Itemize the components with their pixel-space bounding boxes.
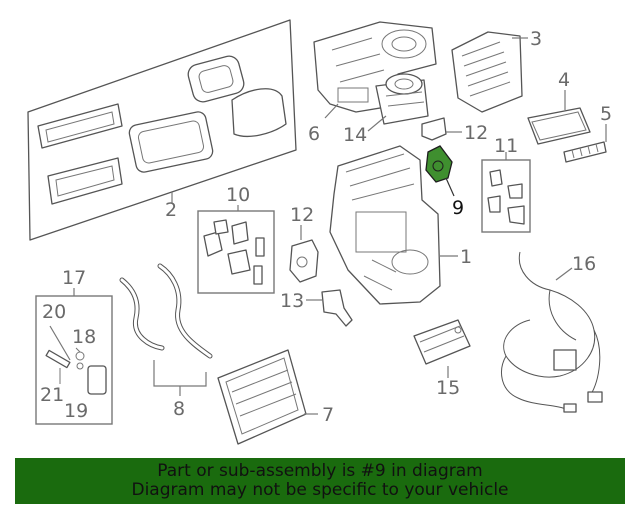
part-12-lower-actuator[interactable] bbox=[289, 239, 319, 283]
callout-6: 6 bbox=[308, 123, 320, 145]
part-8-heater-pipes[interactable] bbox=[119, 263, 213, 359]
part-5-filter-door[interactable] bbox=[563, 141, 607, 163]
callout-13: 13 bbox=[280, 290, 304, 312]
callout-21: 21 bbox=[40, 384, 64, 406]
callout-15: 15 bbox=[436, 377, 460, 399]
callout-18: 18 bbox=[72, 326, 96, 348]
part-3-filter-housing[interactable] bbox=[451, 31, 523, 113]
parts-diagram: 2 6 14 3 4 5 12 bbox=[27, 19, 612, 445]
part-7-heater-core[interactable] bbox=[217, 349, 307, 445]
part-4-cabin-filter[interactable] bbox=[527, 107, 591, 145]
callout-4: 4 bbox=[558, 69, 570, 91]
part-16-wiring-harness[interactable] bbox=[501, 251, 603, 413]
callout-11: 11 bbox=[494, 135, 518, 157]
part-2-duct-panel[interactable] bbox=[27, 19, 297, 241]
part-9-actuator-highlighted[interactable] bbox=[425, 145, 453, 183]
banner-line-2: Diagram may not be specific to your vehi… bbox=[131, 480, 509, 500]
callout-12b: 12 bbox=[290, 204, 314, 226]
callout-1: 1 bbox=[460, 246, 472, 268]
callout-8: 8 bbox=[173, 398, 185, 420]
callout-9: 9 bbox=[452, 197, 464, 219]
part-13-sensor[interactable] bbox=[321, 289, 353, 327]
part-12-upper-bracket[interactable] bbox=[421, 117, 447, 141]
callout-14: 14 bbox=[343, 124, 367, 146]
notice-banner: Part or sub-assembly is #9 in diagram Di… bbox=[15, 458, 625, 504]
part-10-kit[interactable] bbox=[197, 210, 275, 294]
part-14-blower-motor[interactable] bbox=[375, 73, 429, 125]
part-1-hvac-case[interactable] bbox=[329, 145, 441, 305]
callout-7: 7 bbox=[322, 404, 334, 426]
part-15-control-module[interactable] bbox=[413, 319, 471, 365]
callout-3: 3 bbox=[530, 28, 542, 50]
part-6-upper-housing[interactable] bbox=[313, 21, 437, 113]
callout-17: 17 bbox=[62, 267, 86, 289]
callout-5: 5 bbox=[600, 103, 612, 125]
callout-19: 19 bbox=[64, 400, 88, 422]
callout-2: 2 bbox=[165, 199, 177, 221]
part-11-kit[interactable] bbox=[481, 159, 531, 233]
banner-line-1: Part or sub-assembly is #9 in diagram bbox=[157, 461, 483, 481]
callout-10: 10 bbox=[226, 184, 250, 206]
callout-12a: 12 bbox=[464, 122, 488, 144]
callout-20: 20 bbox=[42, 301, 66, 323]
callout-16: 16 bbox=[572, 253, 596, 275]
